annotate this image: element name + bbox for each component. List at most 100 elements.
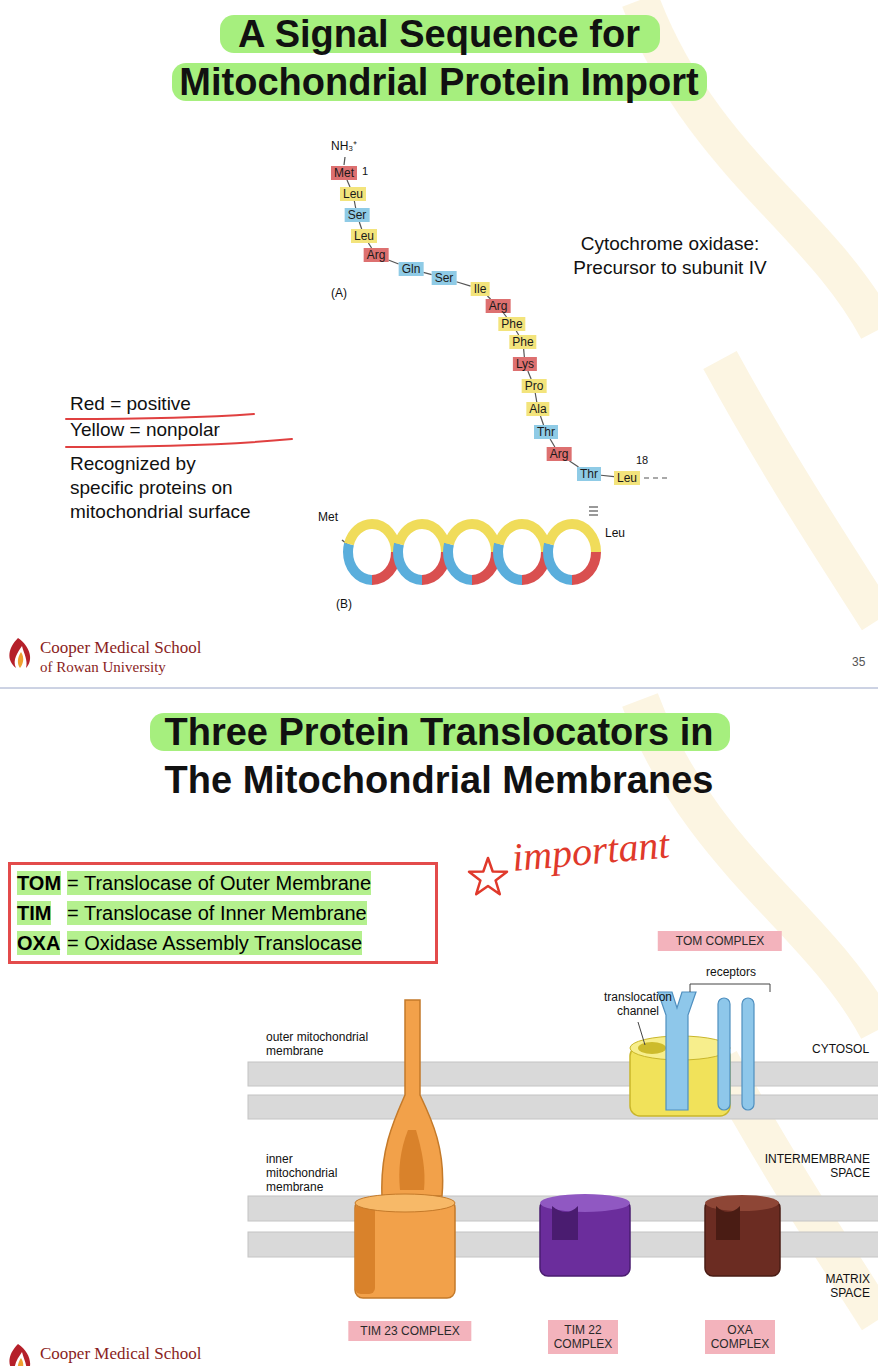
- residue-number: 1: [362, 165, 368, 178]
- terminus-bond: [344, 157, 345, 165]
- legend-note: Yellow = nonpolar: [70, 418, 220, 442]
- chain-bond: [601, 475, 614, 476]
- amino-acid-box: Gln: [399, 262, 424, 276]
- legend-note: Red = positive: [70, 392, 191, 416]
- definition: = Translocase of Inner Membrane: [67, 901, 367, 925]
- amino-acid-box: Pro: [522, 379, 547, 393]
- part-label: translocation channel: [592, 990, 684, 1018]
- complex-name: TIM 22 COMPLEX: [551, 1323, 615, 1351]
- definition-box: TOM= Translocase of Outer MembraneTIM = T…: [8, 862, 438, 964]
- residue-name: Phe: [512, 335, 533, 349]
- red-underline: [66, 414, 292, 447]
- complex-name: TOM COMPLEX: [676, 934, 764, 948]
- tim23-complex: [355, 1000, 455, 1298]
- helix-end-label: Met: [318, 510, 338, 524]
- residue-name: Gln: [402, 262, 421, 276]
- chain-bond: [540, 416, 543, 425]
- residue-number: 18: [636, 454, 648, 467]
- residue-name: Leu: [343, 187, 363, 201]
- school-name: of Rowan University: [40, 658, 166, 676]
- chain-bond: [550, 439, 555, 447]
- amino-acid-box: Thr: [577, 467, 601, 481]
- chain-bond: [528, 371, 531, 379]
- residue-name: Pro: [525, 379, 544, 393]
- amino-acid-box: Leu: [614, 471, 640, 485]
- part-label: receptors: [706, 965, 756, 979]
- chain-bond: [359, 222, 361, 229]
- complex-label: TIM 23 COMPLEX: [348, 1321, 471, 1341]
- slide-title: A Signal Sequence for Mitochondrial Prot…: [149, 10, 729, 106]
- definition: = Translocase of Outer Membrane: [67, 871, 371, 895]
- tim22-complex: [540, 1194, 630, 1276]
- membrane-label: inner mitochondrial membrane: [266, 1152, 361, 1194]
- amino-acid-box: Arg: [364, 248, 389, 262]
- amino-acid-box: Lys: [513, 357, 537, 371]
- membranes: [248, 1062, 878, 1257]
- residue-name: Thr: [537, 425, 555, 439]
- complex-label: OXA COMPLEX: [705, 1320, 775, 1354]
- residue-name: Thr: [580, 467, 598, 481]
- residue-name: Ser: [435, 271, 454, 285]
- protein-caption: Cytochrome oxidase: Precursor to subunit…: [540, 232, 800, 280]
- abbreviation: OXA: [17, 931, 60, 955]
- residue-name: Ile: [474, 282, 487, 296]
- amino-acid-box: Ser: [432, 271, 457, 285]
- complex-label: TOM COMPLEX: [658, 931, 782, 951]
- residue-name: Leu: [354, 229, 374, 243]
- school-name: Cooper Medical School: [40, 1344, 201, 1364]
- handwritten-note: important: [510, 820, 671, 882]
- slide-divider: [0, 688, 878, 689]
- amino-acid-box: Arg: [486, 299, 511, 313]
- residue-name: Leu: [617, 471, 637, 485]
- background-swirl: [640, 0, 878, 1320]
- residue-name: Arg: [367, 248, 386, 262]
- abbreviation: TOM: [17, 871, 61, 895]
- chain-bond: [423, 272, 431, 274]
- amino-acid-box: Leu: [351, 229, 377, 243]
- residue-name: Met: [334, 166, 354, 180]
- title-highlight: [150, 15, 730, 751]
- region-label: CYTOSOL: [812, 1042, 869, 1056]
- panel-letter: (B): [336, 597, 352, 611]
- chain-bond: [456, 282, 470, 286]
- school-name: Cooper Medical School: [40, 638, 201, 658]
- amino-acid-box: Met: [331, 166, 357, 180]
- chain-bond: [523, 349, 525, 357]
- residue-name: Ser: [348, 208, 367, 222]
- amino-acid-box: Ser: [345, 208, 370, 222]
- school-logo: [9, 638, 30, 668]
- helix-end-label: Leu: [605, 526, 625, 540]
- complex-name: TIM 23 COMPLEX: [360, 1324, 459, 1338]
- amino-acid-box: Phe: [498, 317, 525, 331]
- membrane-label: outer mitochondrial membrane: [266, 1030, 386, 1058]
- chain-bond: [347, 180, 350, 187]
- panel-letter: (A): [331, 286, 347, 300]
- amino-acid-box: Thr: [534, 425, 558, 439]
- residue-name: Ala: [529, 402, 546, 416]
- amino-acid-box: Ala: [526, 402, 549, 416]
- slide-title: Three Protein Translocators in The Mitoc…: [139, 708, 739, 804]
- region-label: INTERMEMBRANE SPACE: [748, 1152, 870, 1180]
- chain-bond: [388, 260, 398, 264]
- page-number: 35: [852, 655, 865, 669]
- star-doodle: [469, 858, 507, 894]
- residue-name: Arg: [489, 299, 508, 313]
- chain-continuation: [644, 477, 668, 478]
- complex-label: TIM 22 COMPLEX: [548, 1320, 618, 1354]
- complex-name: OXA COMPLEX: [708, 1323, 772, 1351]
- oxa-complex: [705, 1195, 780, 1276]
- amino-acid-box: Ile: [471, 282, 490, 296]
- receptor-bracket: [690, 984, 770, 992]
- definition: = Oxidase Assembly Translocase: [67, 931, 362, 955]
- note-text: Recognized by specific proteins on mitoc…: [70, 452, 255, 524]
- amino-acid-box: Leu: [340, 187, 366, 201]
- chain-bond: [535, 393, 537, 402]
- region-label: MATRIX SPACE: [790, 1272, 870, 1300]
- terminus-label: NH₃⁺: [331, 139, 357, 153]
- abbreviation: TIM: [17, 901, 51, 925]
- school-logo: [9, 1344, 30, 1366]
- leader-line: [638, 1022, 645, 1045]
- helix-end-mark: [589, 507, 598, 515]
